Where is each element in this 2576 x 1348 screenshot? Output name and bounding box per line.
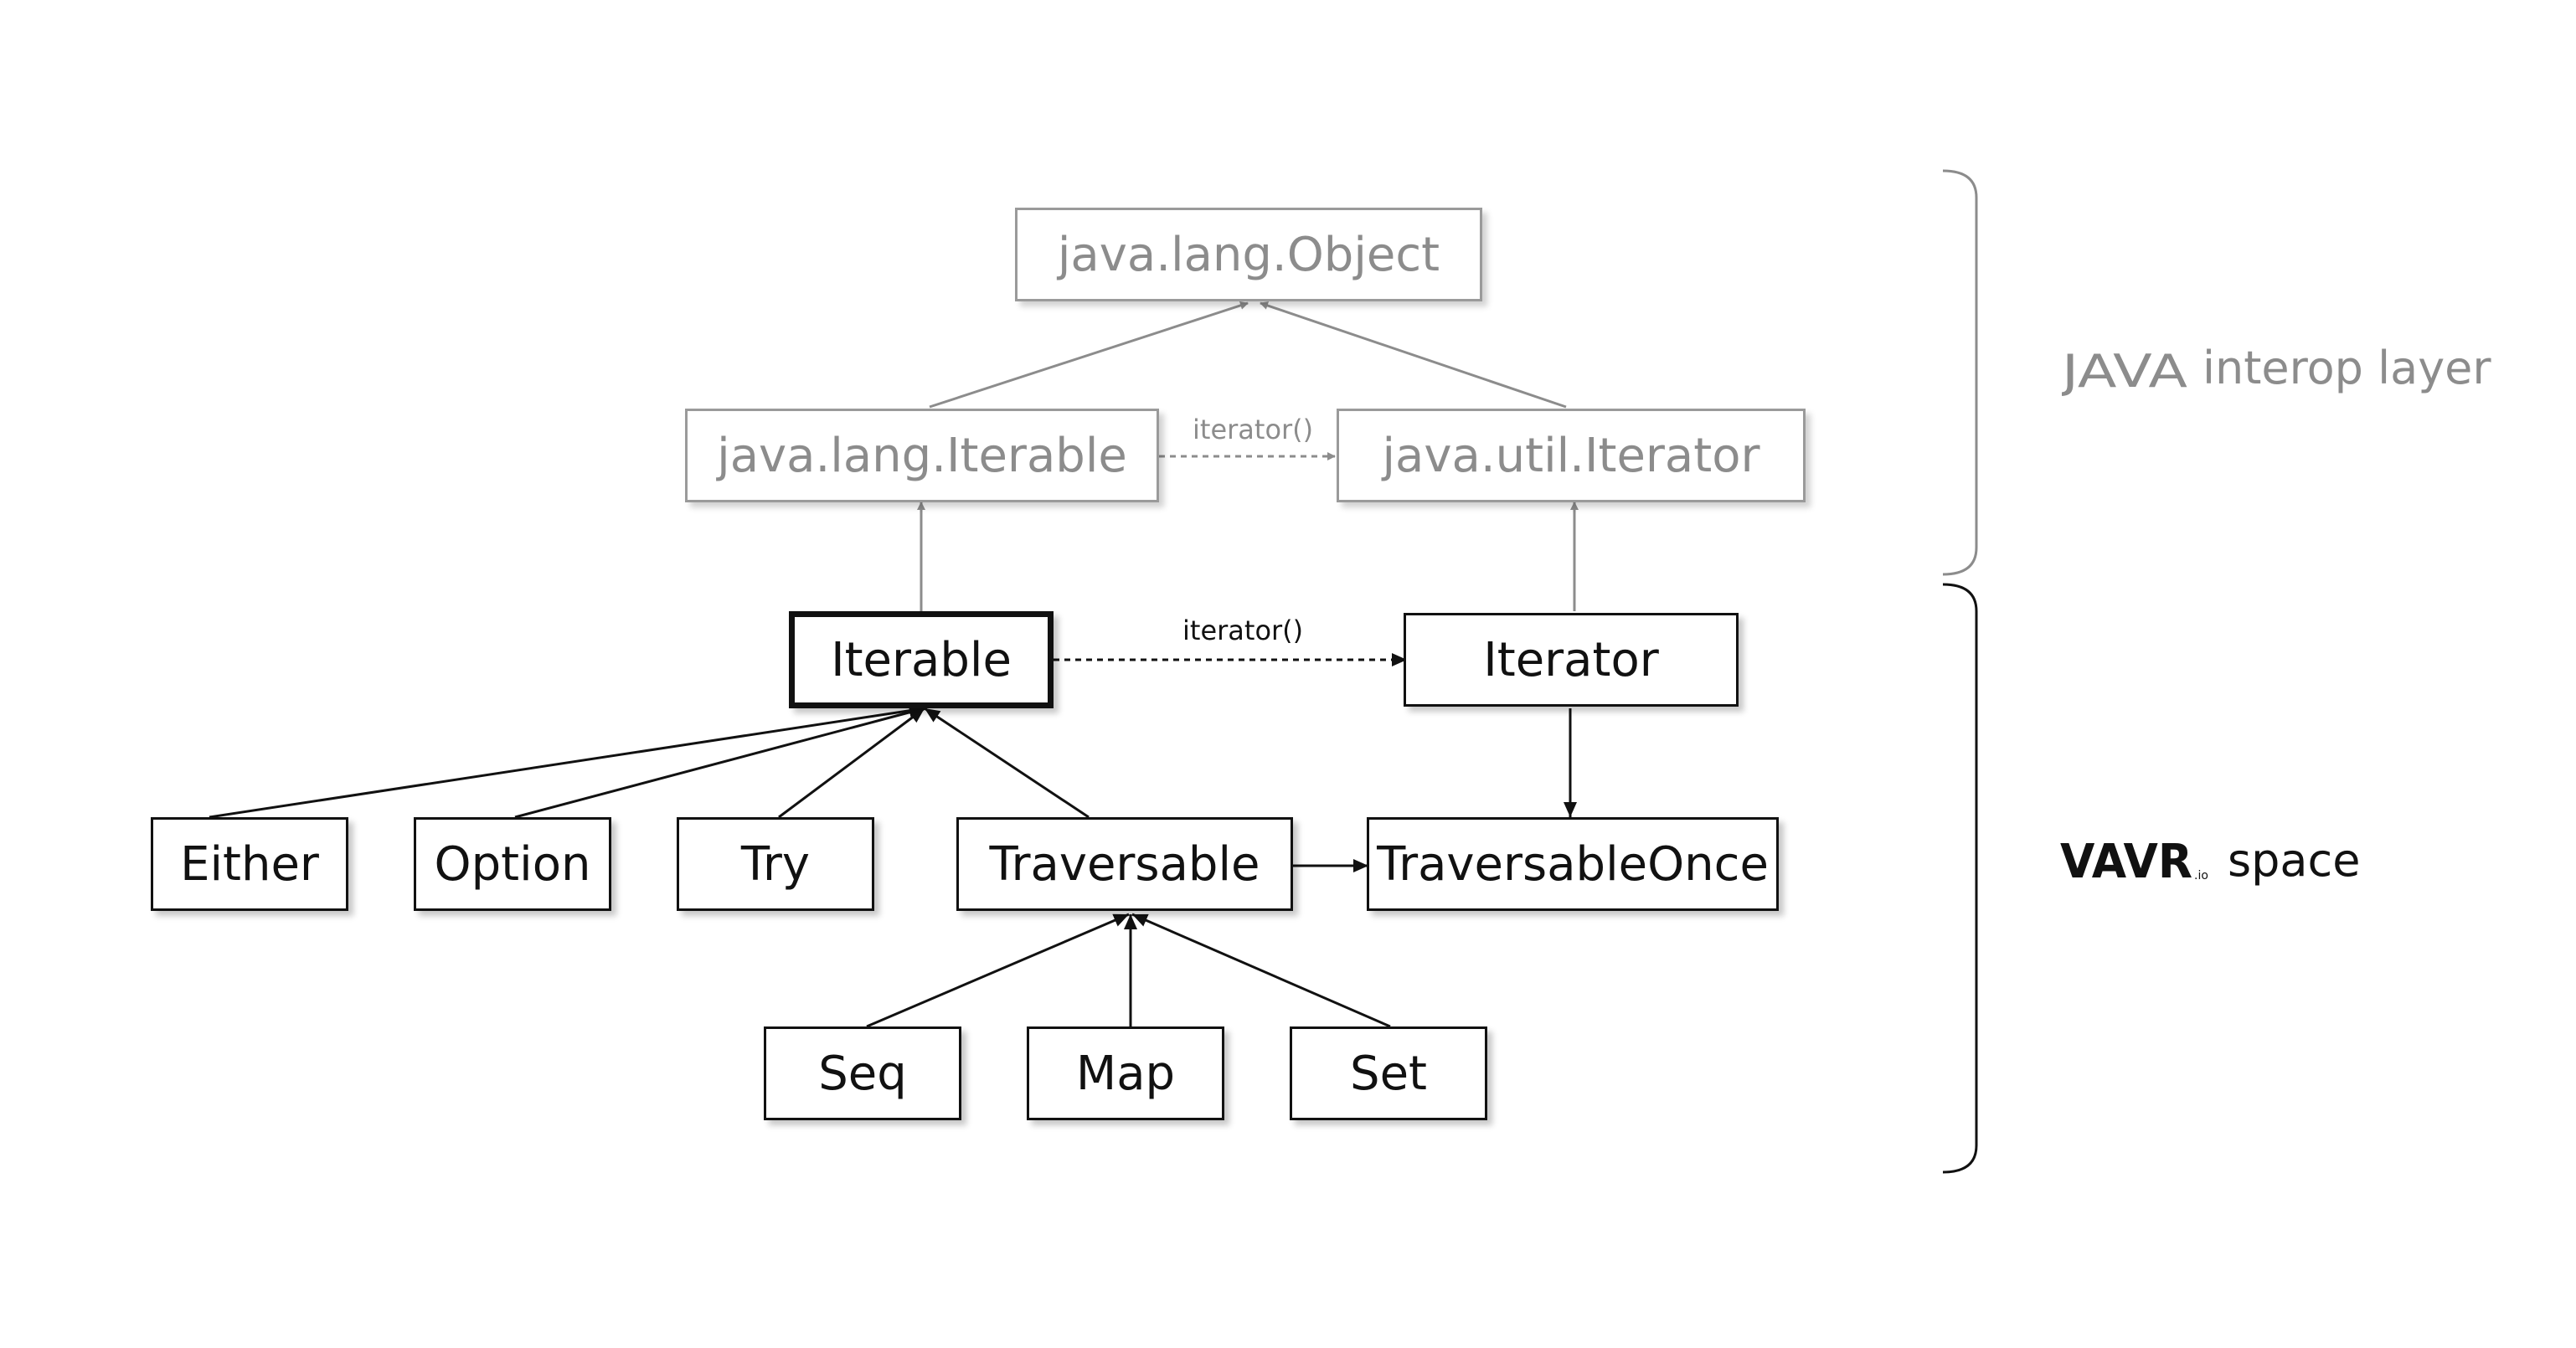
edge-traversable-to-iterable [924, 707, 1090, 819]
edge-java-iterator-to-object [1260, 301, 1567, 409]
vavr-layer-label: space [2228, 834, 2361, 887]
node-set: Set [1290, 1026, 1487, 1120]
java-logo-icon: JAVA [2062, 347, 2187, 397]
node-traversable: Traversable [956, 817, 1293, 911]
node-iterator: Iterator [1404, 613, 1739, 707]
node-iterable: Iterable [789, 611, 1054, 708]
node-try: Try [677, 817, 874, 911]
node-either: Either [151, 817, 348, 911]
vavr-logo-text: VAVR [2060, 835, 2192, 889]
node-map: Map [1027, 1026, 1224, 1120]
vavr-logo-icon: VAVR .io [2060, 835, 2208, 889]
java-logo-text: JAVA [2062, 347, 2187, 397]
node-java-lang-iterable: java.lang.Iterable [685, 409, 1159, 502]
edge-either-to-iterable [209, 703, 925, 819]
edge-option-to-iterable [514, 705, 925, 819]
edge-java-iterable-to-object [929, 301, 1249, 409]
java-layer-label: interop layer [2202, 342, 2491, 394]
node-option: Option [414, 817, 611, 911]
edge-try-to-iterable [778, 707, 925, 819]
edge-seq-to-traversable [866, 913, 1130, 1028]
brace-java-layer [1942, 169, 1978, 576]
node-seq: Seq [764, 1026, 961, 1120]
node-java-util-iterator: java.util.Iterator [1337, 409, 1806, 502]
vavr-logo-suffix: .io [2194, 869, 2208, 882]
edge-label-java-iterator: iterator() [1193, 414, 1314, 445]
edge-label-vavr-iterator: iterator() [1182, 615, 1304, 646]
brace-vavr-layer [1942, 583, 1978, 1174]
node-traversable-once: TraversableOnce [1367, 817, 1779, 911]
edge-set-to-traversable [1131, 913, 1391, 1028]
node-java-lang-object: java.lang.Object [1015, 208, 1482, 301]
